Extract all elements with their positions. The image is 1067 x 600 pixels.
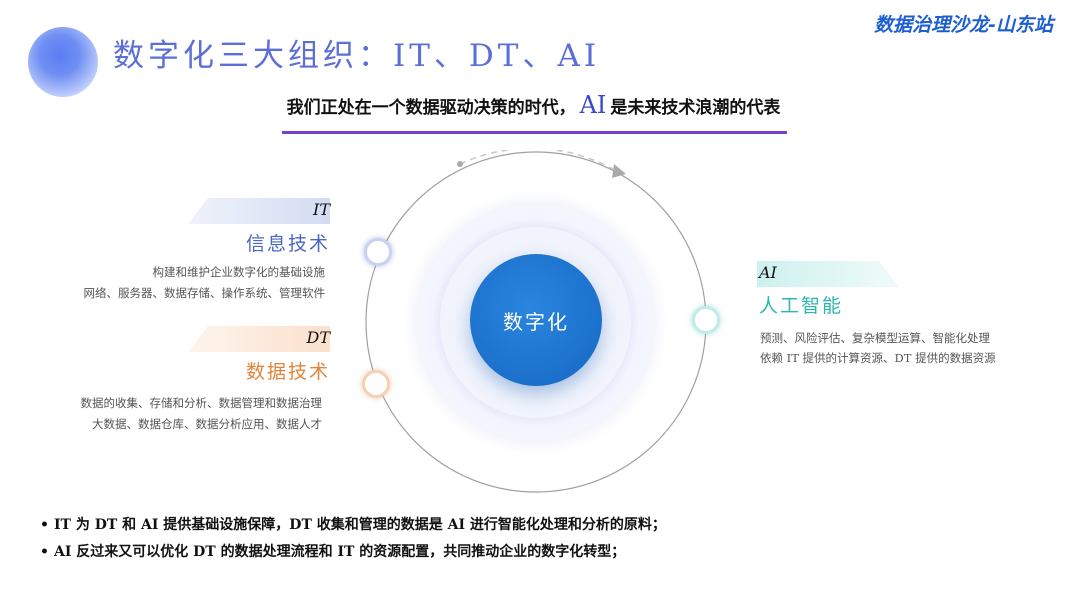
logo-orb bbox=[28, 27, 98, 97]
it-heading: 信息技术 bbox=[245, 233, 330, 255]
ai-tag-bar bbox=[757, 261, 899, 287]
subtitle-text-after: 是未来技术浪潮的代表 bbox=[610, 98, 781, 118]
it-code: IT bbox=[313, 200, 330, 219]
it-desc-2: 网络、服务器、数据存储、操作系统、管理软件 bbox=[83, 286, 326, 300]
subtitle-text-before: 我们正处在一个数据驱动决策的时代， bbox=[286, 98, 576, 118]
ai-heading: 人工智能 bbox=[759, 295, 844, 317]
brand-label: 数据治理沙龙-山东站 bbox=[874, 14, 1053, 36]
it-desc-1: 构建和维护企业数字化的基础设施 bbox=[152, 265, 326, 279]
subtitle-underline bbox=[282, 131, 787, 134]
dt-node bbox=[362, 370, 390, 398]
bullet-dot: • bbox=[40, 544, 49, 560]
dt-tag-bar bbox=[188, 326, 330, 352]
subtitle-ai: AI bbox=[579, 91, 607, 119]
ai-desc-1: 预测、风险评估、复杂模型运算、智能化处理 bbox=[760, 331, 990, 345]
dt-desc-2: 大数据、数据仓库、数据分析应用、数据人才 bbox=[92, 417, 322, 431]
orbit-dashed-arc bbox=[459, 150, 619, 173]
bullet-item: • IT 为 DT 和 AI 提供基础设施保障，DT 收集和管理的数据是 AI 进… bbox=[40, 512, 666, 539]
ai-node bbox=[692, 306, 720, 334]
bullet-text: IT 为 DT 和 AI 提供基础设施保障，DT 收集和管理的数据是 AI 进行… bbox=[54, 517, 666, 533]
bullet-dot: • bbox=[40, 517, 49, 533]
orbit-start-dot bbox=[457, 161, 463, 167]
bullet-item: • AI 反过来又可以优化 DT 的数据处理流程和 IT 的资源配置，共同推动企业… bbox=[40, 539, 666, 566]
it-node bbox=[364, 238, 392, 266]
it-tag-bar bbox=[188, 198, 330, 224]
bullet-text: AI 反过来又可以优化 DT 的数据处理流程和 IT 的资源配置，共同推动企业的… bbox=[54, 544, 626, 560]
bullet-list: • IT 为 DT 和 AI 提供基础设施保障，DT 收集和管理的数据是 AI 进… bbox=[40, 512, 666, 566]
page-title: 数字化三大组织：IT、DT、AI bbox=[113, 38, 601, 74]
ai-code: AI bbox=[759, 263, 777, 282]
dt-heading: 数据技术 bbox=[245, 361, 330, 383]
ai-desc-2: 依赖 IT 提供的计算资源、DT 提供的数据资源 bbox=[760, 351, 996, 365]
orbit-arrow-icon bbox=[612, 164, 626, 178]
core-label: 数字化 bbox=[503, 309, 569, 334]
core-circle: 数字化 bbox=[470, 254, 602, 386]
dt-desc-1: 数据的收集、存储和分析、数据管理和数据治理 bbox=[80, 396, 323, 410]
dt-code: DT bbox=[306, 328, 331, 347]
